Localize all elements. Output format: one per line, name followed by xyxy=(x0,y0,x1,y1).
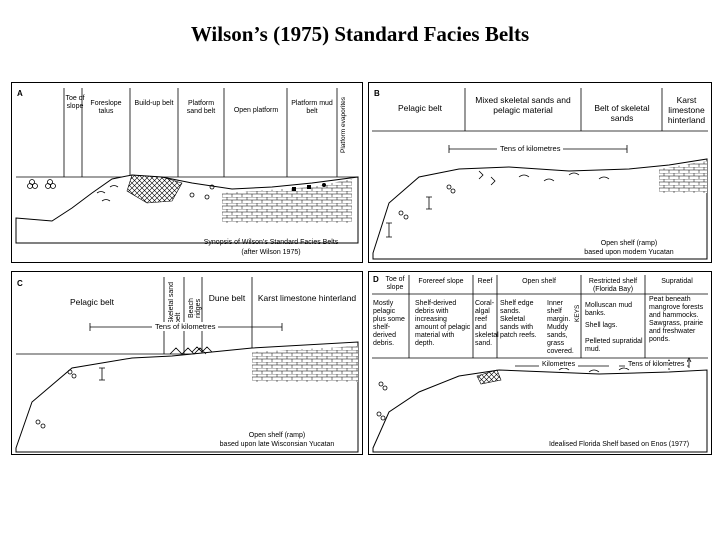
panel-d-caption: Idealised Florida Shelf based on Enos (1… xyxy=(548,441,690,448)
belt-c-skeletal-sand: Skeletal sand belt xyxy=(168,281,182,324)
belt-open-platform: Open platform xyxy=(233,107,279,114)
panel-a: A Toe of slope Foreslope talus Build-up … xyxy=(11,82,363,263)
panel-b-diagram xyxy=(372,88,708,260)
panel-c-caption-1: Open shelf (ramp) xyxy=(248,432,306,439)
header-open-shelf: Open shelf xyxy=(522,278,556,285)
header-toe-of-slope: Toe of slope xyxy=(385,276,405,291)
desc-restricted-3: Pelleted supratidal mud. xyxy=(585,338,643,353)
panel-c-diagram xyxy=(15,277,359,453)
panel-a-letter: A xyxy=(17,89,23,98)
panel-d-scale-km: Kilometres xyxy=(539,361,579,368)
desc-restricted-2: Shell lags. xyxy=(585,322,618,329)
desc-toe: Mostly pelagic plus some shelf-derived d… xyxy=(373,300,405,347)
belt-pelagic: Pelagic belt xyxy=(398,103,442,113)
belt-platform-sand: Platform sand belt xyxy=(186,100,216,115)
panel-c-letter: C xyxy=(17,279,23,288)
panel-b-letter: B xyxy=(374,89,380,98)
panel-a-caption-1: Synopsis of Wilson’s Standard Facies Bel… xyxy=(203,239,339,246)
header-forereef-slope: Forereef slope xyxy=(418,278,464,285)
desc-reef: Coral-algal reef and skeletal sand. xyxy=(475,300,499,347)
belt-c-karst: Karst limestone hinterland xyxy=(257,293,357,303)
belt-c-pelagic: Pelagic belt xyxy=(70,297,114,307)
belt-skeletal-sands: Belt of skeletal sands xyxy=(594,103,650,123)
desc-supratidal: Peat beneath mangrove forests and hammoc… xyxy=(649,296,704,343)
belt-platform-evaporites: Platform evaporites xyxy=(340,97,347,153)
belt-c-beach-ridges: Beach ridges xyxy=(188,298,202,318)
desc-forereef: Shelf-derived debris with increasing amo… xyxy=(415,300,471,347)
page-title: Wilson’s (1975) Standard Facies Belts xyxy=(190,22,530,46)
header-restricted-shelf: Restricted shelf (Florida Bay) xyxy=(588,278,638,293)
belt-toe-of-slope: Toe of slope xyxy=(65,95,85,110)
belt-c-dune: Dune belt xyxy=(208,293,246,303)
panel-c: C Pelagic belt Skeletal sand belt Beach … xyxy=(11,271,363,455)
belt-mixed-skeletal: Mixed skeletal sands and pelagic materia… xyxy=(475,95,571,115)
panel-d: D Toe of slope Forereef slope Reef Open … xyxy=(368,271,712,455)
panel-b-caption-1: Open shelf (ramp) xyxy=(600,240,658,247)
label-keys: KEYS xyxy=(574,304,581,322)
panel-d-scale-tens: Tens of kilometres xyxy=(625,361,688,368)
header-reef: Reef xyxy=(477,278,493,285)
panel-a-caption-2: (after Wilson 1975) xyxy=(241,249,301,256)
desc-inner-shelf: Inner shelf margin. Muddy sands, grass c… xyxy=(547,300,574,355)
panel-d-letter: D xyxy=(373,275,379,284)
desc-open-shelf: Shelf edge sands. Skeletal sands with pa… xyxy=(500,300,537,339)
panel-c-caption-2: based upon late Wisconsian Yucatan xyxy=(219,441,335,448)
panel-b-scale: Tens of kilometres xyxy=(497,144,564,153)
belt-karst-hinterland: Karst limestone hinterland xyxy=(667,95,706,125)
panel-b: B Pelagic belt Mixed skeletal sands and … xyxy=(368,82,712,263)
desc-restricted-1: Molluscan mud banks. xyxy=(585,302,633,317)
panel-b-caption-2: based upon modern Yucatan xyxy=(584,249,674,256)
panel-c-scale: Tens of kilometres xyxy=(152,322,219,331)
belt-foreslope-talus: Foreslope talus xyxy=(90,100,122,115)
panel-a-diagram xyxy=(15,88,359,244)
belt-build-up: Build-up belt xyxy=(134,100,174,107)
belt-platform-mud: Platform mud belt xyxy=(291,100,333,115)
header-supratidal: Supratidal xyxy=(661,278,693,285)
